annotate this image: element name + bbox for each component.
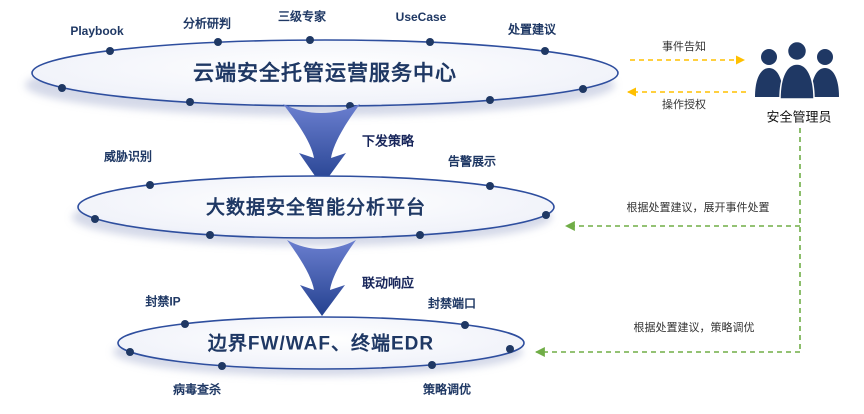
tier3-label-block-port: 封禁端口: [427, 296, 477, 311]
notify-admin-label: 事件告知: [662, 41, 706, 53]
tier2-node-dots: [91, 181, 550, 239]
tier3-label-policy-tuning: 策略调优: [422, 382, 472, 397]
tier1-outline: [31, 39, 619, 107]
tier3-node-dots: [126, 320, 514, 370]
tier1-label-analysis: 分析研判: [182, 16, 232, 31]
tier1-label-usecase: UseCase: [395, 10, 447, 24]
feedback-tuning-label: 根据处置建议，策略调优: [633, 322, 755, 334]
tier3-ellipse: [113, 316, 525, 376]
feedback-paths: [534, 128, 801, 357]
feedback-analysis-label: 根据处置建议，展开事件处置: [626, 202, 770, 214]
authorize-label: 操作授权: [662, 99, 706, 111]
flow-arrow-down-1: [283, 104, 360, 186]
flow-label-linked-response: 联动响应: [362, 275, 415, 291]
flow-arrow-down-2: [287, 240, 356, 316]
tier1-label-advice: 处置建议: [507, 22, 557, 37]
tier1-ellipse: [25, 36, 619, 116]
tier1-title: 云端安全托管运营服务中心: [193, 62, 457, 85]
tier3-outline: [117, 316, 525, 370]
tier1-node-dots: [58, 36, 587, 110]
flow-label-dispatch-policy: 下发策略: [362, 133, 415, 149]
tier2-ellipse: [72, 175, 555, 246]
tier2-title: 大数据安全智能分析平台: [205, 197, 427, 219]
tier1-label-playbook: Playbook: [70, 24, 124, 38]
admin-users-icon: [755, 40, 839, 100]
admin-label: 安全管理员: [766, 109, 832, 125]
tier3-label-block-ip: 封禁IP: [145, 294, 181, 309]
tier2-label-alert: 告警展示: [447, 154, 497, 169]
tier3-label-virus-scan: 病毒查杀: [172, 382, 222, 397]
tier1-label-experts: 三级专家: [277, 9, 327, 24]
tier2-outline: [77, 175, 555, 239]
tier2-label-threat: 威胁识别: [103, 149, 153, 164]
tier3-title: 边界FW/WAF、终端EDR: [207, 333, 435, 355]
